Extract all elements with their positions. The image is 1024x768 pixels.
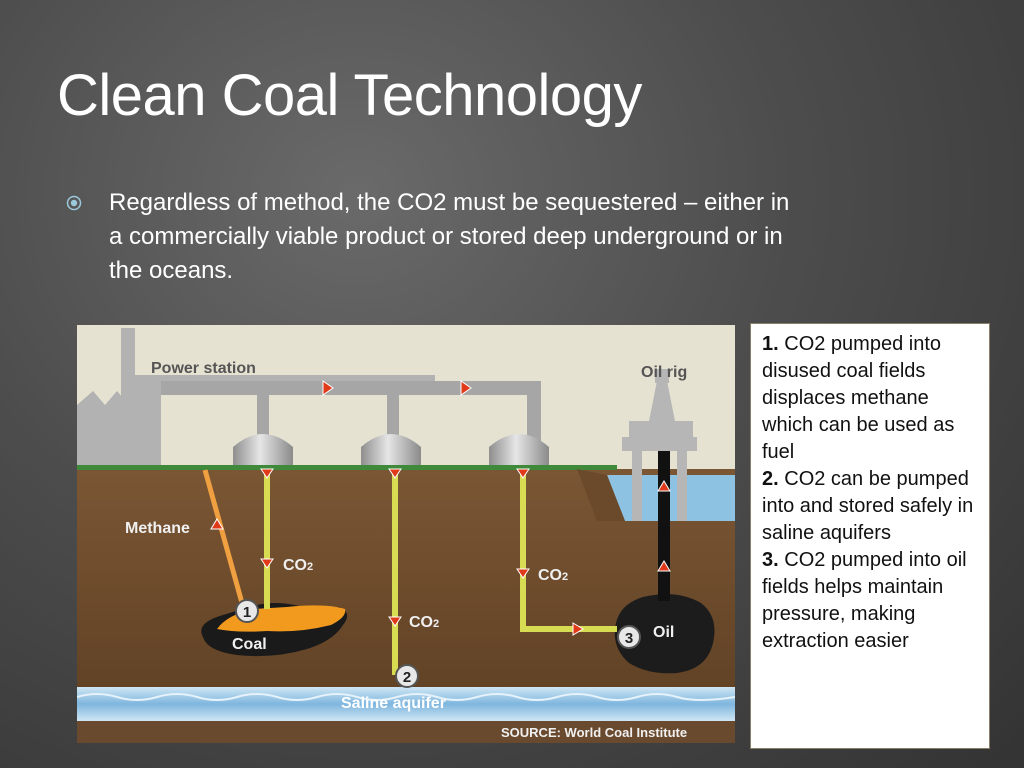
oil-riser-pipe xyxy=(658,451,670,601)
label-oil-rig: Oil rig xyxy=(641,364,687,381)
svg-text:3: 3 xyxy=(625,630,633,647)
carbon-capture-diagram: 1 2 3 Power station Oil rig Methane CO2 … xyxy=(77,325,735,743)
caption-step-3: 3. CO2 pumped into oil fields helps main… xyxy=(762,549,967,652)
bullet-item: Regardless of method, the CO2 must be se… xyxy=(66,186,806,288)
co2-injection-pipes xyxy=(264,469,617,675)
methane-pipe xyxy=(202,469,250,622)
label-source: SOURCE: World Coal Institute xyxy=(501,725,687,740)
sea xyxy=(607,475,735,521)
label-oil: Oil xyxy=(653,624,674,641)
label-co2-2: CO2 xyxy=(409,614,439,631)
bullet-text: Regardless of method, the CO2 must be se… xyxy=(109,189,790,284)
caption-step-2: 2. CO2 can be pumped into and stored saf… xyxy=(762,468,974,544)
slide-title: Clean Coal Technology xyxy=(57,63,642,128)
flow-arrows xyxy=(210,380,671,636)
marker-2: 2 xyxy=(395,664,419,688)
label-co2-3: CO2 xyxy=(538,567,568,584)
label-coal: Coal xyxy=(232,636,267,653)
oil-rig xyxy=(622,369,697,521)
label-methane: Methane xyxy=(125,520,190,537)
marker-3: 3 xyxy=(617,625,641,649)
oil-reservoir xyxy=(614,594,715,674)
label-saline-aquifer: Saline aquifer xyxy=(341,695,446,712)
wellhead-domes xyxy=(233,434,549,469)
co2-header-pipe xyxy=(161,381,533,395)
marker-1: 1 xyxy=(235,599,259,623)
label-co2-1: CO2 xyxy=(283,557,313,574)
caption-step-1: 1. CO2 pumped into disused coal fields d… xyxy=(762,333,955,463)
saline-aquifer xyxy=(77,687,735,721)
svg-text:1: 1 xyxy=(243,604,251,621)
circle-bullet-icon xyxy=(66,195,82,211)
label-power-station: Power station xyxy=(151,360,256,377)
svg-text:2: 2 xyxy=(403,669,411,686)
caption-box: 1. CO2 pumped into disused coal fields d… xyxy=(750,323,990,749)
